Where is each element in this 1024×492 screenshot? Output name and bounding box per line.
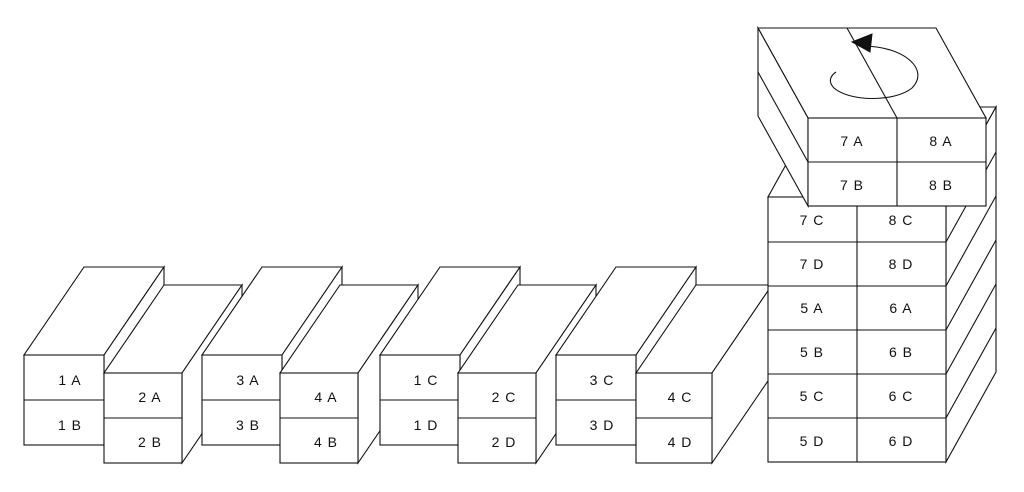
label-5d: 5 D	[800, 433, 825, 449]
block-4c-4d: 4 C 4 D	[634, 283, 774, 465]
label-2b: 2 B	[138, 434, 162, 450]
label-6a: 6 A	[889, 300, 912, 316]
label-1d: 1 D	[414, 417, 439, 433]
label-7a: 7 A	[840, 133, 863, 149]
label-3b: 3 B	[236, 417, 260, 433]
label-6b: 6 B	[889, 344, 913, 360]
label-2c: 2 C	[492, 389, 517, 405]
label-7b: 7 B	[840, 177, 864, 193]
label-8d: 8 D	[889, 256, 914, 272]
label-4a: 4 A	[314, 389, 337, 405]
label-3a: 3 A	[236, 372, 259, 388]
label-8a: 8 A	[929, 133, 952, 149]
label-1b: 1 B	[58, 417, 82, 433]
label-7c: 7 C	[800, 212, 825, 228]
label-4d: 4 D	[668, 434, 693, 450]
label-1c: 1 C	[414, 372, 439, 388]
label-8b: 8 B	[929, 177, 953, 193]
label-6c: 6 C	[889, 388, 914, 404]
label-5a: 5 A	[800, 300, 823, 316]
label-3c: 3 C	[590, 372, 615, 388]
label-5b: 5 B	[800, 344, 824, 360]
rotated-top-block: 7 A 8 A 7 B 8 B	[757, 25, 987, 209]
label-2a: 2 A	[138, 389, 161, 405]
label-2d: 2 D	[492, 434, 517, 450]
label-5c: 5 C	[800, 388, 825, 404]
label-7d: 7 D	[800, 256, 825, 272]
label-1a: 1 A	[58, 372, 81, 388]
label-4b: 4 B	[314, 434, 338, 450]
label-8c: 8 C	[889, 212, 914, 228]
rotate-counterclockwise-arrow-icon	[829, 33, 919, 100]
label-4c: 4 C	[668, 389, 693, 405]
label-6d: 6 D	[889, 433, 914, 449]
label-3d: 3 D	[590, 417, 615, 433]
